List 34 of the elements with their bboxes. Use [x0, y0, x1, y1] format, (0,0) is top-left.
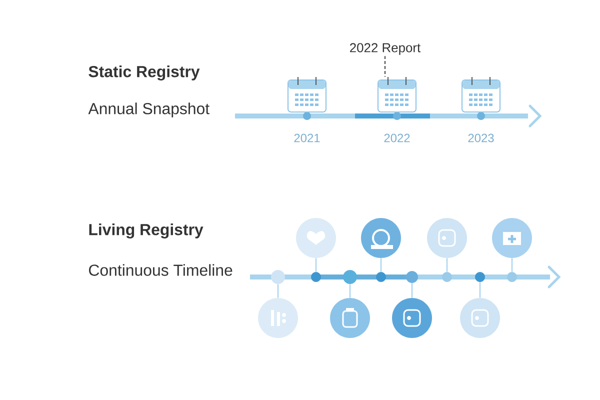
section-heading: Living Registry	[89, 224, 204, 238]
calendar-icon	[462, 76, 500, 112]
year-label: 2023	[468, 134, 494, 142]
icon-circle	[427, 218, 467, 258]
calendar-icon	[288, 76, 326, 112]
connector-line	[479, 282, 481, 298]
timeline-dot	[406, 271, 418, 283]
timeline-dot	[271, 270, 285, 284]
icon-circle	[392, 298, 432, 338]
icon-circle	[330, 298, 370, 338]
timeline-dot	[442, 272, 452, 282]
timeline-dot	[507, 272, 517, 282]
connector-line	[511, 258, 513, 272]
connector-line	[315, 258, 317, 272]
icon-circle	[361, 218, 401, 258]
connector-line	[411, 283, 413, 298]
year-label: 2022	[384, 134, 410, 142]
connector-line	[349, 284, 351, 298]
icon-circle	[258, 298, 298, 338]
callout-text: 2022 Report	[350, 43, 421, 55]
connector-line	[380, 258, 382, 272]
year-label: 2021	[294, 134, 320, 142]
timeline-dot	[343, 270, 357, 284]
subtitle: Annual Snapshot	[88, 102, 210, 118]
timeline-dot	[311, 272, 321, 282]
calendar-icon	[378, 76, 416, 112]
timeline-dot	[475, 272, 485, 282]
connector-line	[446, 258, 448, 272]
connector-line	[277, 284, 279, 298]
subtitle: Continuous Timeline	[89, 264, 232, 276]
timeline-dot	[376, 272, 386, 282]
section-heading: Static Registry	[88, 66, 200, 80]
icon-circle	[460, 298, 500, 338]
leader-line	[384, 56, 386, 77]
